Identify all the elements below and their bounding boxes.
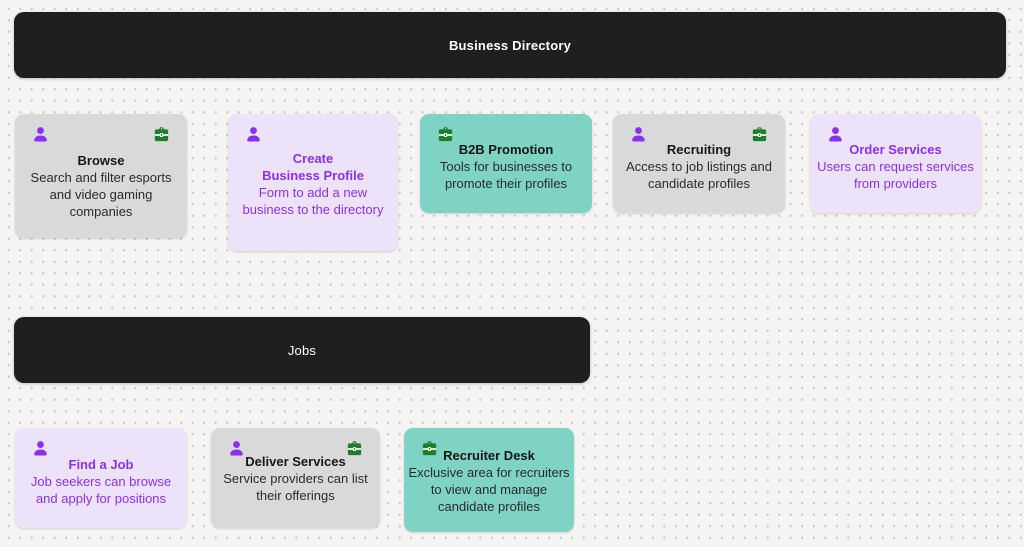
person-icon — [826, 125, 845, 144]
group-header-business-directory[interactable]: Business Directory — [14, 12, 1006, 78]
card-order-services[interactable]: Order Services Users can request service… — [810, 114, 981, 213]
card-title: Browse — [77, 153, 125, 168]
card-browse[interactable]: Browse Search and filter esports and vid… — [15, 114, 187, 238]
person-icon — [227, 439, 246, 458]
group-header-label: Business Directory — [448, 37, 572, 53]
group-header-label: Jobs — [287, 342, 317, 358]
card-description: Service providers can list their offerin… — [223, 471, 368, 503]
card-title: Recruiter Desk — [443, 448, 535, 463]
briefcase-icon — [420, 439, 439, 458]
card-description: Tools for businesses to promote their pr… — [439, 159, 573, 191]
person-icon — [31, 439, 50, 458]
person-icon — [244, 125, 263, 144]
briefcase-icon — [152, 125, 171, 144]
card-description: Exclusive area for recruiters to view an… — [408, 465, 570, 514]
card-recruiting[interactable]: Recruiting Access to job listings and ca… — [613, 114, 785, 213]
card-title: Create Business Profile — [262, 151, 364, 183]
card-deliver-services[interactable]: Deliver Services Service providers can l… — [211, 428, 380, 528]
card-find-a-job[interactable]: Find a Job Job seekers can browse and ap… — [15, 428, 187, 528]
card-title: Deliver Services — [245, 454, 346, 469]
card-recruiter-desk[interactable]: Recruiter Desk Exclusive area for recrui… — [404, 428, 574, 532]
person-icon — [31, 125, 50, 144]
briefcase-icon — [750, 125, 769, 144]
briefcase-icon — [436, 125, 455, 144]
card-description: Search and filter esports and video gami… — [30, 170, 172, 219]
card-description: Form to add a new business to the direct… — [242, 185, 384, 217]
card-description: Users can request services from provider… — [817, 159, 974, 191]
card-description: Job seekers can browse and apply for pos… — [30, 474, 172, 506]
card-description: Access to job listings and candidate pro… — [626, 159, 772, 191]
card-create-business-profile[interactable]: Create Business Profile Form to add a ne… — [228, 114, 398, 251]
group-header-jobs[interactable]: Jobs — [14, 317, 590, 383]
card-title: Find a Job — [68, 457, 134, 472]
card-title: B2B Promotion — [458, 142, 554, 157]
card-title: Order Services — [849, 142, 942, 157]
person-icon — [629, 125, 648, 144]
briefcase-icon — [345, 439, 364, 458]
card-b2b-promotion[interactable]: B2B Promotion Tools for businesses to pr… — [420, 114, 592, 213]
card-title: Recruiting — [666, 142, 732, 157]
